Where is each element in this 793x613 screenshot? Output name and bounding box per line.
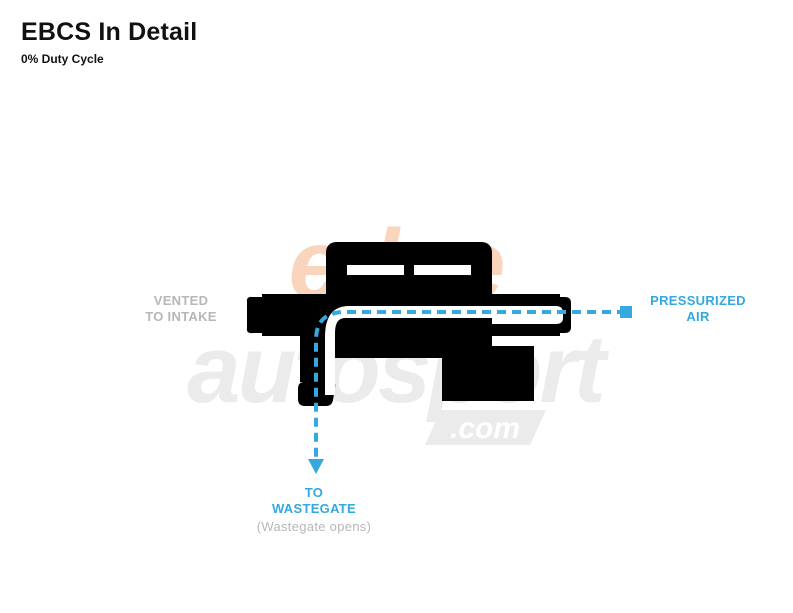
solenoid-slot-right <box>414 265 471 275</box>
page-subtitle: 0% Duty Cycle <box>21 52 104 66</box>
watermark-line-com: .com <box>450 412 520 445</box>
to-wastegate-label: TO WASTEGATE (Wastegate opens) <box>244 485 384 535</box>
wastegate-note: (Wastegate opens) <box>256 519 372 534</box>
solenoid-slot-left <box>347 265 404 275</box>
page-title: EBCS In Detail <box>21 18 198 46</box>
wastegate-arrow-icon <box>308 459 324 474</box>
airflow-path <box>308 306 632 474</box>
vented-to-intake-label: VENTED TO INTAKE <box>145 293 217 324</box>
solenoid-inner-channel <box>325 306 563 395</box>
watermark-com-banner <box>425 410 546 445</box>
air-source-marker <box>620 306 632 318</box>
pressurized-air-label: PRESSURIZED AIR <box>650 293 746 324</box>
